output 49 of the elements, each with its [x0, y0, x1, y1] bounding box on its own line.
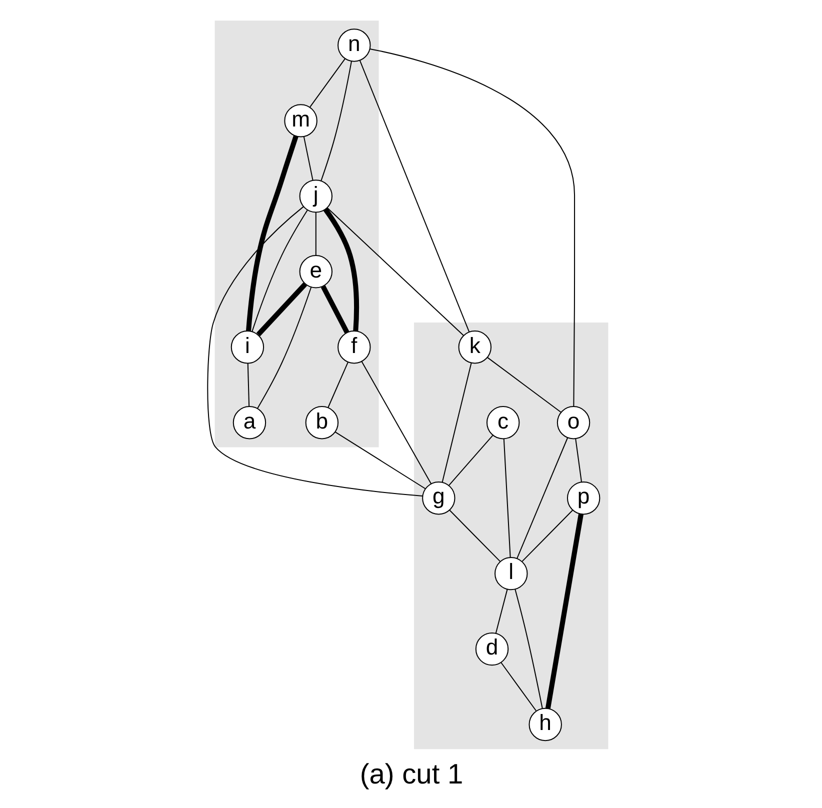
connector: [256, 286, 312, 408]
cluster: [214, 20, 378, 447]
node-circle: c: [486, 406, 520, 439]
connector: [359, 60, 470, 332]
node-circle: h: [528, 707, 562, 741]
connector: [516, 436, 568, 558]
connector: [448, 509, 500, 562]
connector: [441, 362, 472, 482]
connector: [574, 438, 582, 482]
node-circle: i: [230, 330, 264, 364]
connector: [246, 362, 250, 406]
connector: [326, 207, 464, 336]
node-circle: d: [474, 632, 508, 666]
connector: [322, 207, 358, 331]
node-circle: f: [337, 330, 370, 364]
connector: [448, 434, 493, 486]
connector: [251, 210, 308, 332]
node-circle: n: [337, 28, 370, 62]
connector: [246, 134, 298, 331]
cluster: [414, 322, 608, 749]
node-circle: j: [298, 179, 332, 212]
node-circle: b: [304, 406, 338, 439]
connector: [327, 362, 348, 408]
connector: [320, 284, 349, 334]
connector: [309, 58, 345, 107]
node-circle: m: [284, 104, 317, 137]
connector: [302, 136, 313, 180]
connector: [369, 48, 575, 406]
node-circle: p: [566, 480, 600, 514]
connector: [514, 588, 542, 708]
node-circle: e: [298, 254, 332, 288]
connector: [334, 431, 426, 489]
connector: [521, 509, 572, 562]
connector: [314, 212, 316, 255]
connector: [256, 282, 307, 336]
node-circle: k: [458, 330, 491, 364]
caption: (a) cut 1: [359, 756, 463, 789]
connector: [486, 356, 561, 412]
node-circle: a: [232, 406, 266, 439]
node-circle: l: [494, 556, 528, 590]
connector: [494, 588, 508, 633]
connector: [500, 662, 536, 711]
connector: [502, 438, 510, 557]
connector: [206, 206, 422, 496]
connector: [544, 513, 583, 708]
connector: [320, 60, 352, 181]
node-circle: o: [556, 406, 590, 439]
node-circle: g: [422, 480, 455, 514]
connector: [360, 360, 432, 484]
